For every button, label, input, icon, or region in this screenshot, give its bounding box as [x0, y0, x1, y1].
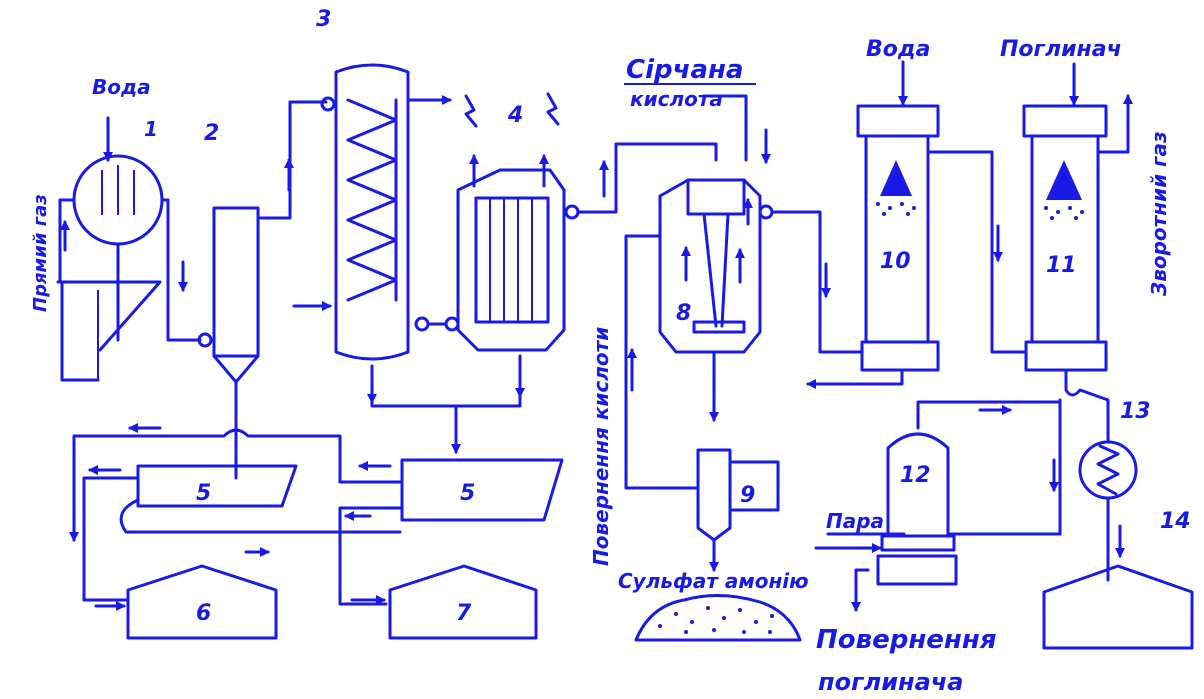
equipment-3-coil-column [292, 63, 560, 404]
storage-7 [388, 564, 538, 640]
number-11: 11 [1046, 253, 1077, 278]
number-3: 3 [316, 7, 331, 32]
number-10: 10 [880, 249, 911, 274]
equipment-5-right-tank [338, 458, 564, 606]
storage-6 [126, 564, 278, 640]
number-5-right: 5 [460, 481, 475, 506]
equipment-11-absorber [1022, 62, 1133, 536]
equipment-2-column [197, 100, 328, 480]
return-gas-label: Зворотний газ [1147, 131, 1171, 297]
equipment-12-desorber [814, 400, 1062, 612]
steam-label: Пара [826, 509, 884, 533]
number-13: 13 [1120, 399, 1151, 424]
number-6: 6 [196, 601, 211, 626]
number-12: 12 [900, 463, 931, 488]
storage-14 [1042, 564, 1194, 650]
number-8: 8 [676, 301, 691, 326]
equipment-9-centrifuge [634, 448, 802, 642]
equipment-5-left-tank [69, 423, 404, 611]
water-label-1: Вода [92, 75, 151, 99]
equipment-8-reactor [624, 94, 864, 490]
number-7: 7 [456, 601, 472, 626]
number-4: 4 [507, 103, 523, 128]
number-2: 2 [204, 121, 219, 146]
sulfuric-acid-label-2: кислота [630, 87, 723, 111]
equipment-13-cooler [1078, 440, 1138, 582]
number-1: 1 [144, 117, 158, 141]
return-acid-label: Повернення кислоти [589, 327, 613, 566]
sulfuric-acid-label-1: Сірчана [626, 55, 744, 85]
return-absorbent-label-1: Повернення [816, 625, 997, 655]
equipment-10-scrubber [806, 60, 1028, 389]
number-5-left: 5 [196, 481, 211, 506]
absorbent-label: Поглинач [1000, 37, 1122, 62]
equipment-1-collector [56, 116, 202, 382]
equipment-4-heat-exchanger [370, 142, 718, 454]
number-9: 9 [740, 483, 755, 508]
number-14: 14 [1160, 509, 1191, 534]
water-label-10: Вода [866, 37, 931, 62]
return-absorbent-label-2: поглинача [818, 668, 963, 696]
coke-gas-label: Прямий газ [30, 194, 51, 312]
ammonium-sulfate-label: Сульфат амонію [618, 569, 809, 593]
